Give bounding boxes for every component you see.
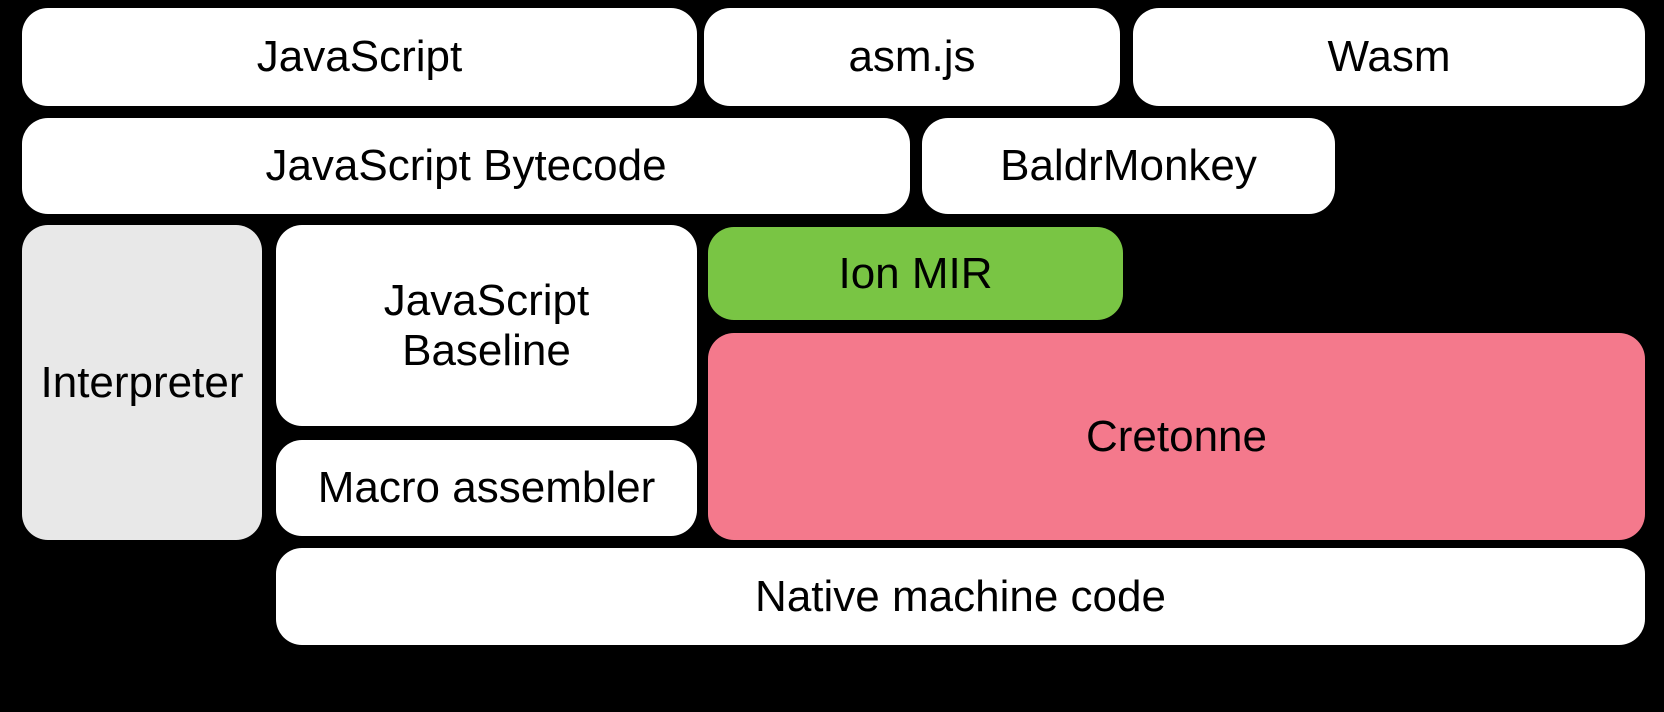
node-asm-js[interactable]: asm.js — [704, 8, 1120, 106]
node-native-machine-code[interactable]: Native machine code — [276, 548, 1645, 645]
node-javascript[interactable]: JavaScript — [22, 8, 697, 106]
node-ion-mir[interactable]: Ion MIR — [708, 227, 1123, 320]
node-macro-assembler[interactable]: Macro assembler — [276, 440, 697, 536]
node-javascript-bytecode[interactable]: JavaScript Bytecode — [22, 118, 910, 214]
node-javascript-baseline[interactable]: JavaScript Baseline — [276, 225, 697, 426]
node-baldrmonkey[interactable]: BaldrMonkey — [922, 118, 1335, 214]
node-wasm[interactable]: Wasm — [1133, 8, 1645, 106]
node-cretonne[interactable]: Cretonne — [708, 333, 1645, 540]
node-interpreter[interactable]: Interpreter — [22, 225, 262, 540]
